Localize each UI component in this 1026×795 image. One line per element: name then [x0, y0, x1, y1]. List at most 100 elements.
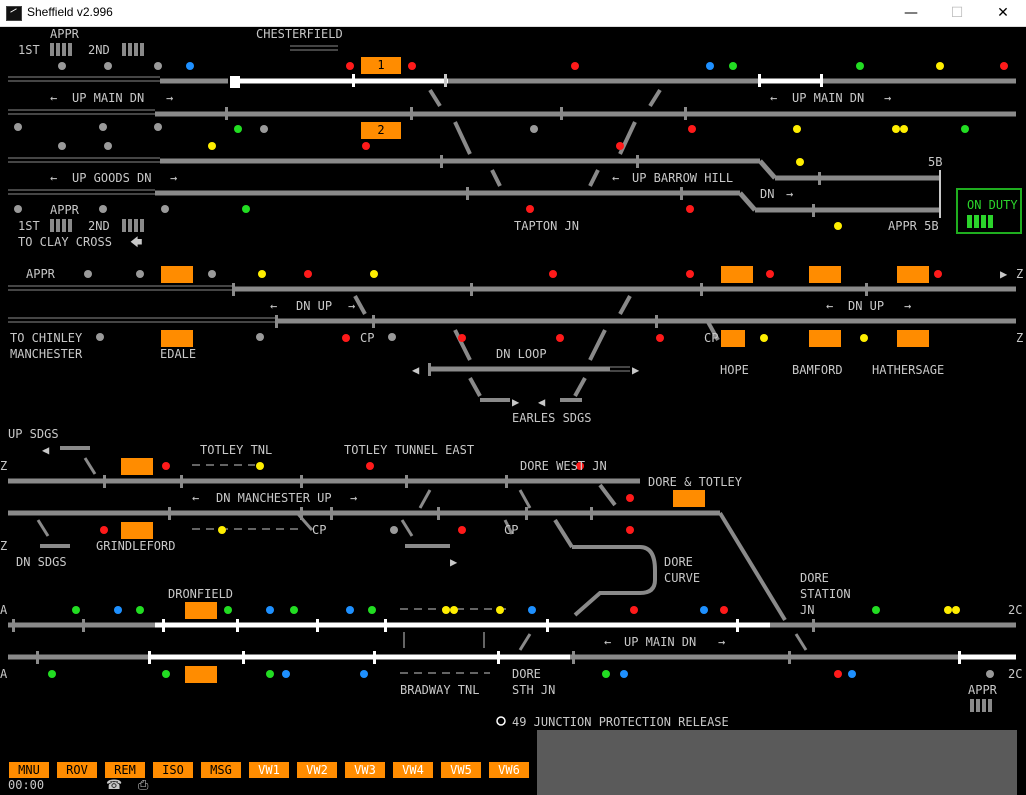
train-berth[interactable] [121, 458, 153, 475]
signal-aspect[interactable] [186, 62, 194, 70]
signal-aspect[interactable] [154, 123, 162, 131]
signal-aspect[interactable] [366, 462, 374, 470]
signal-aspect[interactable] [442, 606, 450, 614]
signal-aspect[interactable] [362, 142, 370, 150]
signal-aspect[interactable] [571, 62, 579, 70]
signal-aspect[interactable] [1000, 62, 1008, 70]
signal-aspect[interactable] [104, 62, 112, 70]
toolbar-button-vw3[interactable]: VW3 [345, 762, 385, 778]
toolbar-button-vw5[interactable]: VW5 [441, 762, 481, 778]
signal-aspect[interactable] [234, 125, 242, 133]
signal-aspect[interactable] [208, 270, 216, 278]
signal-aspect[interactable] [458, 334, 466, 342]
toolbar-button-msg[interactable]: MSG [201, 762, 241, 778]
close-button[interactable]: ✕ [997, 5, 1009, 21]
signal-aspect[interactable] [720, 606, 728, 614]
signal-aspect[interactable] [626, 526, 634, 534]
signal-aspect[interactable] [556, 334, 564, 342]
signal-aspect[interactable] [961, 125, 969, 133]
signal-aspect[interactable] [368, 606, 376, 614]
signal-aspect[interactable] [620, 670, 628, 678]
signal-aspect[interactable] [342, 334, 350, 342]
signal-aspect[interactable] [706, 62, 714, 70]
signal-aspect[interactable] [14, 123, 22, 131]
signal-aspect[interactable] [934, 270, 942, 278]
signal-aspect[interactable] [760, 334, 768, 342]
signal-aspect[interactable] [549, 270, 557, 278]
printer-icon[interactable]: ⎙ [138, 778, 149, 793]
train-berth[interactable] [185, 602, 217, 619]
signal-aspect[interactable] [848, 670, 856, 678]
toolbar-button-vw2[interactable]: VW2 [297, 762, 337, 778]
signal-aspect[interactable] [986, 670, 994, 678]
signal-aspect[interactable] [99, 205, 107, 213]
train-berth[interactable] [897, 266, 929, 283]
signal-aspect[interactable] [224, 606, 232, 614]
signal-aspect[interactable] [688, 125, 696, 133]
toolbar-button-rem[interactable]: REM [105, 762, 145, 778]
signal-aspect[interactable] [290, 606, 298, 614]
signal-aspect[interactable] [161, 205, 169, 213]
signal-aspect[interactable] [260, 125, 268, 133]
signal-aspect[interactable] [686, 270, 694, 278]
signal-aspect[interactable] [154, 62, 162, 70]
signal-aspect[interactable] [834, 670, 842, 678]
signal-aspect[interactable] [256, 333, 264, 341]
maximize-button[interactable]: ☐ [950, 5, 964, 21]
signal-aspect[interactable] [104, 142, 112, 150]
toolbar-button-vw4[interactable]: VW4 [393, 762, 433, 778]
signal-aspect[interactable] [834, 222, 842, 230]
train-berth[interactable] [161, 330, 193, 347]
train-berth[interactable] [121, 522, 153, 539]
signal-aspect[interactable] [450, 606, 458, 614]
train-berth[interactable]: 2 [361, 122, 401, 139]
train-berth[interactable] [809, 266, 841, 283]
signal-aspect[interactable] [58, 142, 66, 150]
signal-aspect[interactable] [266, 606, 274, 614]
signal-aspect[interactable] [796, 158, 804, 166]
signal-aspect[interactable] [282, 670, 290, 678]
toolbar-button-vw1[interactable]: VW1 [249, 762, 289, 778]
signal-aspect[interactable] [793, 125, 801, 133]
signal-aspect[interactable] [860, 334, 868, 342]
train-berth[interactable] [185, 666, 217, 683]
signal-aspect[interactable] [530, 125, 538, 133]
signal-aspect[interactable] [114, 606, 122, 614]
train-berth[interactable] [161, 266, 193, 283]
signal-aspect[interactable] [390, 526, 398, 534]
toolbar-button-vw6[interactable]: VW6 [489, 762, 529, 778]
signal-aspect[interactable] [526, 205, 534, 213]
signal-aspect[interactable] [266, 670, 274, 678]
signal-aspect[interactable] [346, 62, 354, 70]
train-berth[interactable] [721, 330, 745, 347]
telephone-icon[interactable]: ☎ [106, 778, 123, 793]
signal-aspect[interactable] [304, 270, 312, 278]
signal-aspect[interactable] [136, 270, 144, 278]
signal-aspect[interactable] [602, 670, 610, 678]
signal-aspect[interactable] [900, 125, 908, 133]
signal-aspect[interactable] [496, 606, 504, 614]
train-berth[interactable]: 1 [361, 57, 401, 74]
train-berth[interactable] [673, 490, 705, 507]
signal-aspect[interactable] [218, 526, 226, 534]
toolbar-button-mnu[interactable]: MNU [9, 762, 49, 778]
signal-aspect[interactable] [892, 125, 900, 133]
signal-aspect[interactable] [162, 670, 170, 678]
train-berth[interactable] [897, 330, 929, 347]
signal-aspect[interactable] [242, 205, 250, 213]
signal-aspect[interactable] [458, 526, 466, 534]
signal-aspect[interactable] [656, 334, 664, 342]
signal-aspect[interactable] [944, 606, 952, 614]
signal-aspect[interactable] [766, 270, 774, 278]
signal-aspect[interactable] [84, 270, 92, 278]
signal-aspect[interactable] [856, 62, 864, 70]
signal-aspect[interactable] [626, 494, 634, 502]
signal-aspect[interactable] [258, 270, 266, 278]
signal-aspect[interactable] [370, 270, 378, 278]
signal-aspect[interactable] [48, 670, 56, 678]
signal-aspect[interactable] [99, 123, 107, 131]
signal-aspect[interactable] [528, 606, 536, 614]
signal-aspect[interactable] [208, 142, 216, 150]
signal-aspect[interactable] [408, 62, 416, 70]
train-berth[interactable] [809, 330, 841, 347]
